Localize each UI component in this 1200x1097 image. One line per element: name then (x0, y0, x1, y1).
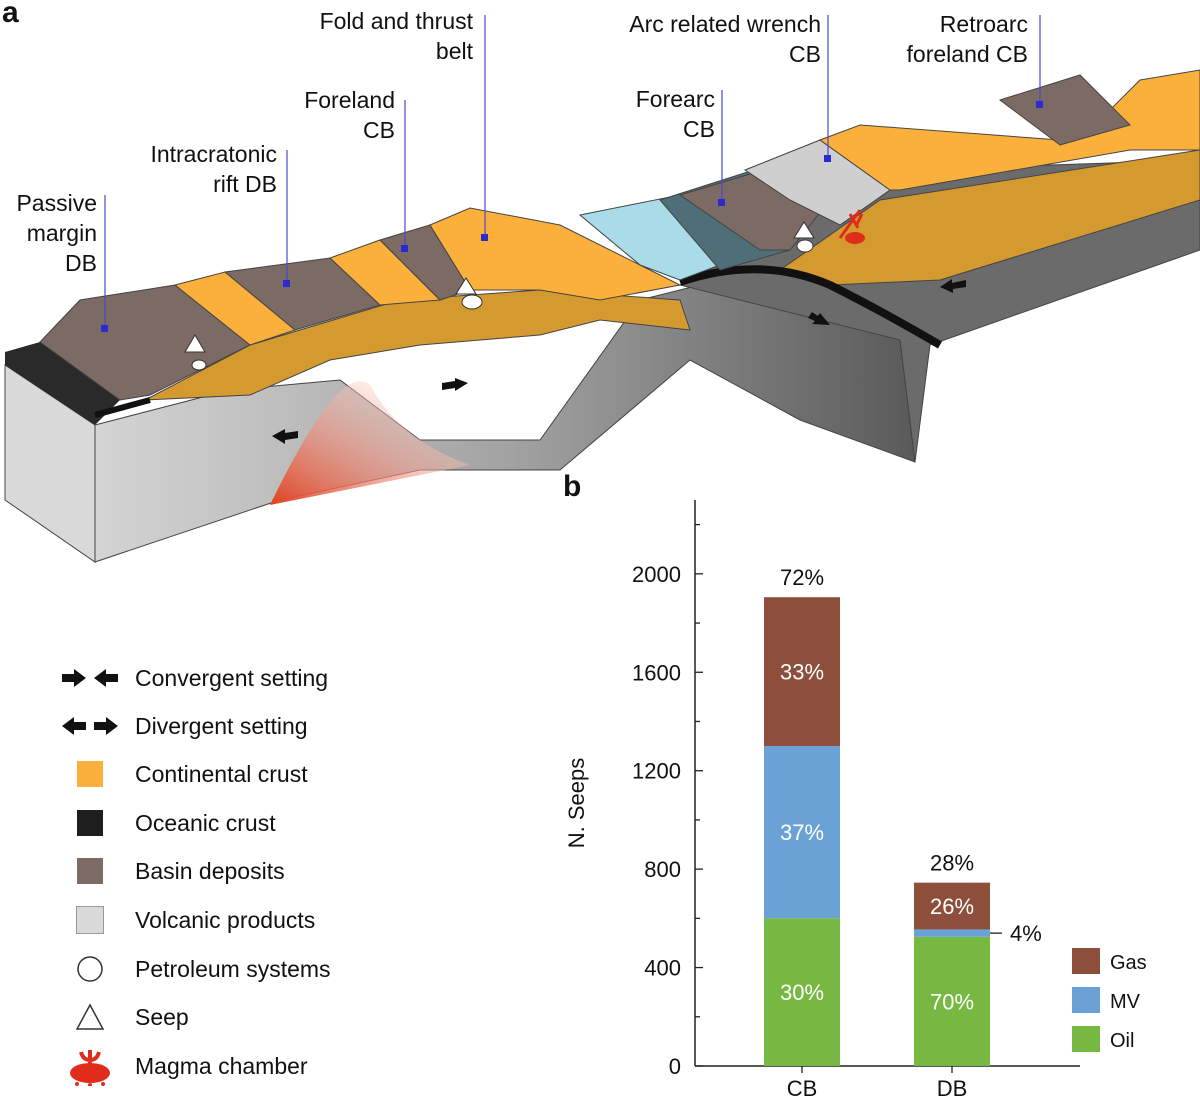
panel-b-letter: b (563, 470, 582, 503)
bar-cb-gas (764, 597, 840, 747)
legend-item-divergent: Divergent setting (60, 706, 308, 746)
label-fold-thrust: Fold and thrust belt (319, 8, 473, 64)
legend-item-seep: Seep (60, 997, 189, 1037)
continental-crust-swatch (77, 761, 103, 787)
y-tick-label: 0 (669, 1054, 681, 1079)
oceanic-crust-swatch (77, 810, 103, 836)
bar-db-gas (914, 882, 990, 930)
x-tick-label: CB (787, 1076, 818, 1097)
y-tick-label: 1200 (632, 759, 681, 784)
label-forearc: Forearc CB (635, 86, 715, 142)
legend-item-basin-deposits: Basin deposits (60, 851, 285, 891)
legend-swatch-oil (1072, 1026, 1100, 1052)
bar-data-label: 4% (1010, 921, 1042, 946)
legend-item-continental-crust: Continental crust (60, 754, 308, 794)
legend-item-oceanic-crust: Oceanic crust (60, 803, 276, 843)
circle-icon (60, 949, 120, 989)
triangle-icon (60, 997, 120, 1037)
bar-db-oil (914, 936, 990, 1066)
bar-data-label: 26% (930, 894, 974, 919)
bar-cb-oil (764, 918, 840, 1066)
legend-label-oil: Oil (1110, 1030, 1134, 1052)
legend-item-petroleum-systems: Petroleum systems (60, 949, 331, 989)
bar-db-mv (914, 929, 990, 937)
bar-total-label: 72% (780, 565, 824, 590)
mantle-plume (270, 381, 470, 505)
legend-swatch-mv (1072, 987, 1100, 1013)
y-axis-title: N. Seeps (564, 758, 589, 849)
bar-data-label: 37% (780, 820, 824, 845)
legend-item-convergent: Convergent setting (60, 658, 328, 698)
bar-cb-mv (764, 746, 840, 919)
label-arc-wrench: Arc related wrench CB (629, 11, 821, 67)
label-foreland: Foreland CB (304, 87, 395, 143)
volcanic-products-swatch (76, 906, 104, 934)
label-passive-margin: Passive margin DB (16, 190, 97, 276)
legend-item-volcanic-products: Volcanic products (60, 900, 315, 940)
bar-data-label: 30% (780, 980, 824, 1005)
label-intracratonic-rift: Intracratonic rift DB (150, 141, 277, 197)
bar-total-label: 28% (930, 851, 974, 876)
bar-data-label: 33% (780, 660, 824, 685)
geologic-block-diagram (4, 15, 1200, 563)
subducting-slab (678, 265, 943, 349)
divergent-arrows-icon (60, 706, 120, 746)
magma-chamber (845, 232, 865, 244)
legend-label-mv: MV (1110, 991, 1141, 1013)
panel-a-letter: a (2, 0, 19, 29)
label-retroarc: Retroarc foreland CB (906, 11, 1028, 67)
legend-swatch-gas (1072, 948, 1100, 974)
convergent-arrows-icon (60, 658, 120, 698)
magma-dike (838, 209, 864, 239)
y-tick-label: 2000 (632, 562, 681, 587)
magma-chamber-icon (60, 1046, 120, 1086)
y-tick-label: 1600 (632, 660, 681, 685)
legend-label-gas: Gas (1110, 952, 1147, 974)
basin-deposits-swatch (77, 858, 103, 884)
legend-item-magma-chamber: Magma chamber (60, 1046, 308, 1086)
bar-data-label: 70% (930, 989, 974, 1014)
y-tick-label: 800 (644, 857, 681, 882)
y-tick-label: 400 (644, 956, 681, 981)
x-tick-label: DB (937, 1076, 968, 1097)
